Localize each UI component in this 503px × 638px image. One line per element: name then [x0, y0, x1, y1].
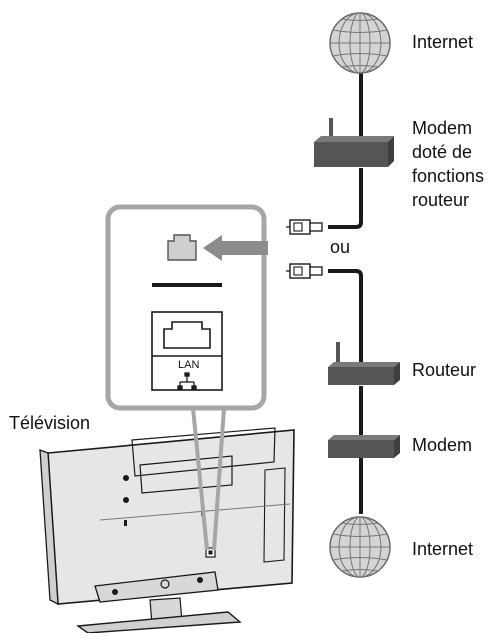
- label-ou: ou: [330, 237, 351, 257]
- router-icon: [314, 118, 394, 167]
- label-lan-port: LAN: [178, 359, 200, 371]
- label-internet-bottom: Internet: [412, 539, 474, 559]
- arrow-left-icon: [203, 235, 268, 261]
- label-modem-router-line2: doté de: [412, 142, 473, 162]
- modem-icon: [328, 435, 400, 458]
- lan-port-front-icon: [163, 321, 211, 349]
- lan-port-icon: [167, 234, 197, 261]
- globe-icon: [329, 12, 391, 74]
- label-modem-router-line4: routeur: [412, 190, 470, 210]
- lan-plug-icon: [285, 263, 323, 279]
- label-modem: Modem: [412, 435, 473, 455]
- router-icon: [328, 342, 400, 385]
- label-modem-router-line3: fonctions: [412, 166, 485, 186]
- label-internet-top: Internet: [412, 32, 474, 52]
- label-routeur: Routeur: [412, 360, 477, 380]
- lan-plug-icon: [285, 219, 323, 235]
- label-television: Télévision: [9, 413, 91, 433]
- network-symbol-icon: [177, 372, 197, 390]
- television-rear: [39, 427, 295, 634]
- label-modem-router-line1: Modem: [412, 118, 473, 138]
- globe-icon: [329, 516, 391, 578]
- lan-callout-box: [105, 204, 268, 411]
- callout-lines: [191, 407, 226, 551]
- network-cables: [328, 70, 363, 514]
